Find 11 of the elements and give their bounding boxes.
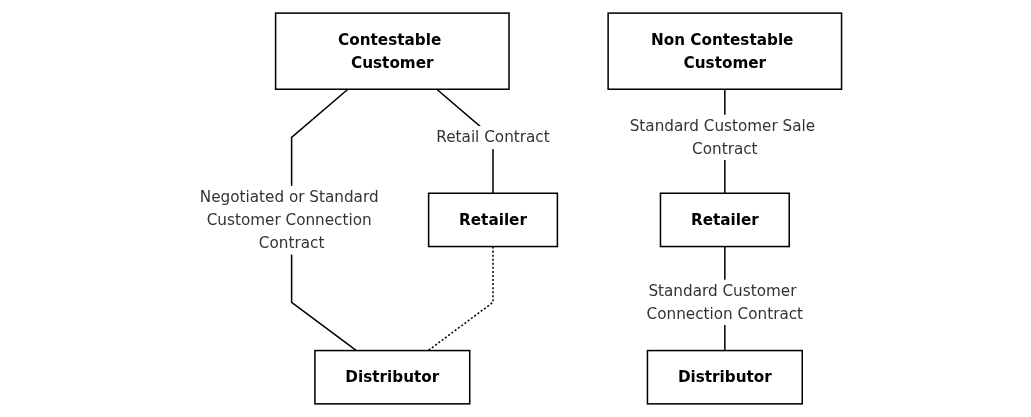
edge-label: Standard Customer Connection Contract — [646, 281, 803, 323]
edge-label: Retail Contract — [435, 128, 550, 147]
edge-label: Negotiated or Standard Customer Connection Contract — [199, 187, 379, 252]
connector — [427, 245, 494, 352]
edge-label: Standard Customer Sale Contract — [629, 116, 815, 158]
node-box: Contestable Customer — [274, 12, 510, 90]
node-box: Distributor — [646, 349, 803, 405]
node-box: Non Contestable Customer — [607, 12, 842, 90]
node-box: Distributor — [313, 349, 471, 405]
node-box: Retailer — [659, 192, 790, 248]
node-box: Retailer — [427, 192, 558, 248]
